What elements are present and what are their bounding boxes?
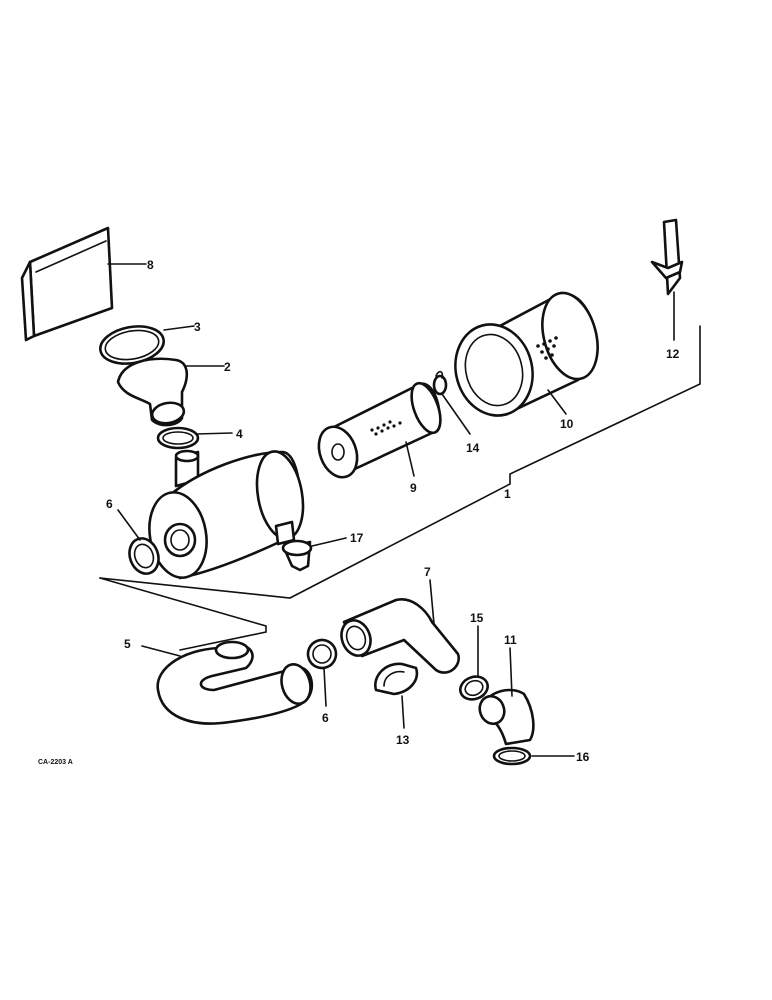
part-9-inner-filter bbox=[317, 381, 442, 479]
part-15-clamp bbox=[459, 675, 489, 701]
part-16-hose-clamp bbox=[492, 746, 532, 766]
part-14-wing-nut bbox=[432, 370, 448, 396]
callout-14: 14 bbox=[466, 441, 480, 455]
part-11-elbow bbox=[478, 688, 535, 746]
part-7-elbow-pipe bbox=[340, 598, 460, 674]
part-5-bent-hose bbox=[156, 640, 314, 725]
air-cleaner-body bbox=[148, 449, 305, 580]
callout-9: 9 bbox=[410, 481, 417, 495]
part-13-strap-clamp bbox=[374, 662, 419, 696]
callout-6-left: 6 bbox=[106, 497, 113, 511]
part-6-hose-clamp-right bbox=[306, 638, 338, 670]
figure-code: CA-2203 A bbox=[38, 759, 73, 766]
part-17-valve bbox=[281, 539, 313, 572]
callout-15: 15 bbox=[470, 611, 484, 625]
callout-2: 2 bbox=[224, 360, 231, 374]
callout-1: 1 bbox=[504, 487, 511, 501]
callout-10: 10 bbox=[560, 417, 574, 431]
callout-3: 3 bbox=[194, 320, 201, 334]
callout-16: 16 bbox=[576, 750, 590, 764]
callout-7: 7 bbox=[424, 565, 431, 579]
part-12-bracket bbox=[650, 218, 684, 296]
part-6-hose-clamp-left bbox=[128, 537, 160, 575]
callout-5: 5 bbox=[124, 637, 131, 651]
assembly-bracket bbox=[99, 325, 701, 651]
part-2-cap bbox=[116, 357, 189, 427]
callout-13: 13 bbox=[396, 733, 410, 747]
part-4-clamp bbox=[156, 426, 200, 450]
callout-8: 8 bbox=[147, 258, 154, 272]
part-10-outer-filter bbox=[454, 291, 599, 417]
callout-12: 12 bbox=[666, 347, 680, 361]
part-8-screen bbox=[20, 226, 114, 342]
callout-17: 17 bbox=[350, 531, 364, 545]
callout-6-right: 6 bbox=[322, 711, 329, 725]
callout-4: 4 bbox=[236, 427, 243, 441]
part-3-clamp-ring bbox=[99, 325, 165, 365]
callout-labels: 8 3 2 4 6 17 7 9 1 14 10 12 5 6 13 15 11… bbox=[38, 258, 680, 766]
callout-11: 11 bbox=[504, 633, 517, 647]
leader-lines bbox=[107, 263, 675, 757]
